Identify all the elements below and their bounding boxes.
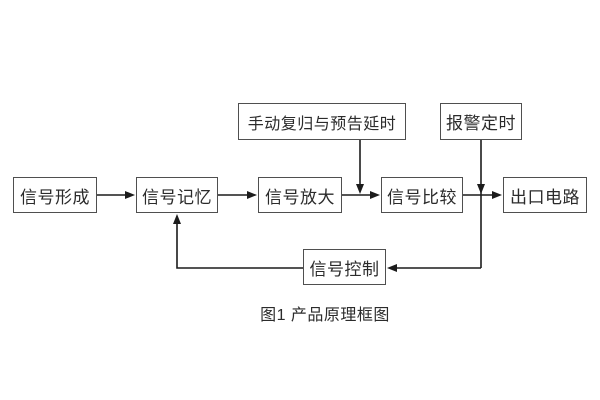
arrow-manualreset-down (356, 140, 364, 194)
node-signal-amplification: 信号放大 (258, 177, 342, 213)
node-alarm-timing-label: 报警定时 (446, 114, 516, 133)
node-signal-formation: 信号形成 (13, 177, 97, 213)
node-signal-memory-label: 信号记忆 (142, 187, 212, 207)
arrow-compare-to-output (463, 191, 502, 199)
arrow-memory-to-amplify (218, 191, 257, 199)
node-manual-reset-delay: 手动复归与预告延时 (238, 103, 406, 140)
node-signal-control-label: 信号控制 (309, 259, 380, 279)
node-output-circuit-label: 出口电路 (510, 187, 580, 207)
node-output-circuit: 出口电路 (503, 177, 587, 213)
node-signal-memory: 信号记忆 (136, 177, 218, 213)
node-signal-formation-label: 信号形成 (20, 187, 90, 207)
arrow-formation-to-memory (97, 191, 135, 199)
node-signal-comparison: 信号比较 (381, 177, 463, 213)
figure-caption: 图1 产品原理框图 (260, 307, 390, 324)
node-signal-amplification-label: 信号放大 (265, 187, 335, 207)
arrow-alarm-down (477, 140, 485, 268)
arrow-junction-to-control (387, 264, 481, 272)
node-alarm-timing: 报警定时 (440, 103, 522, 140)
arrow-amplify-to-compare (342, 191, 380, 199)
node-signal-comparison-label: 信号比较 (387, 187, 457, 207)
node-signal-control: 信号控制 (303, 249, 386, 285)
arrow-control-to-memory (173, 214, 303, 269)
node-manual-reset-delay-label: 手动复归与预告延时 (247, 115, 397, 133)
